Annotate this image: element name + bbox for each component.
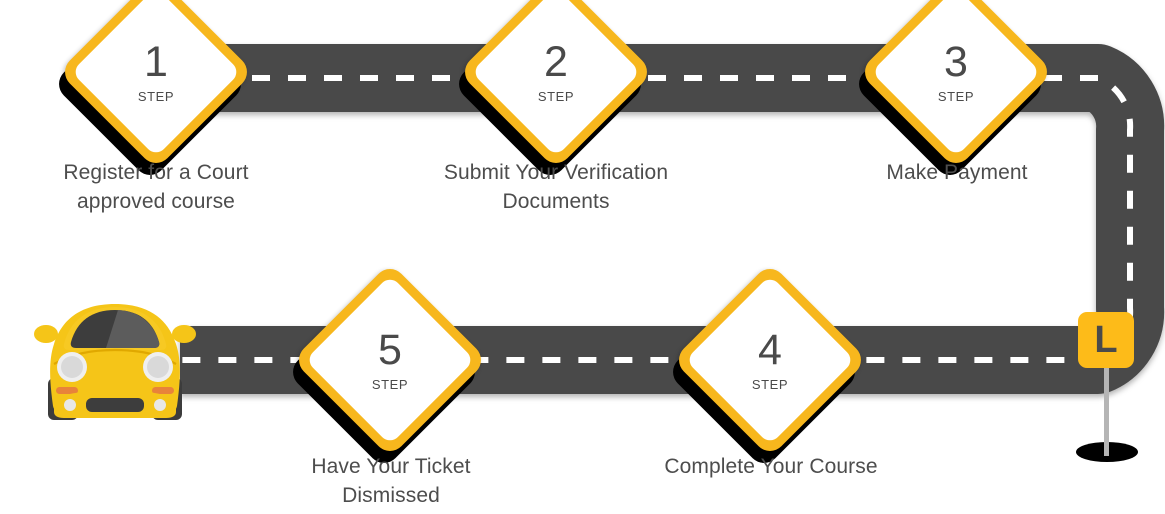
sign-pole [1104, 356, 1109, 456]
step-caption-5: Have Your Ticket Dismissed [311, 455, 471, 507]
step-number: 3 [944, 38, 968, 86]
step-number: 2 [544, 38, 568, 86]
learner-sign[interactable]: L [1062, 308, 1152, 468]
sign-letter: L [1094, 319, 1118, 361]
step-caption-3: Make Payment [886, 161, 1028, 184]
step-number: 1 [144, 38, 168, 86]
step-caption-1: Register for a Court approved course [63, 161, 249, 213]
yellow-car-icon [34, 304, 196, 420]
step-word: STEP [137, 89, 175, 104]
step-caption-2: Submit Your Verification Documents [443, 161, 669, 213]
step-word: STEP [751, 377, 789, 392]
step-word: STEP [937, 89, 975, 104]
step-number: 5 [378, 326, 402, 374]
sign-plate [1078, 312, 1134, 368]
step-word: STEP [371, 377, 409, 392]
step-caption-4: Complete Your Course [664, 455, 878, 478]
step-word: STEP [537, 89, 575, 104]
step-number: 4 [758, 326, 782, 374]
